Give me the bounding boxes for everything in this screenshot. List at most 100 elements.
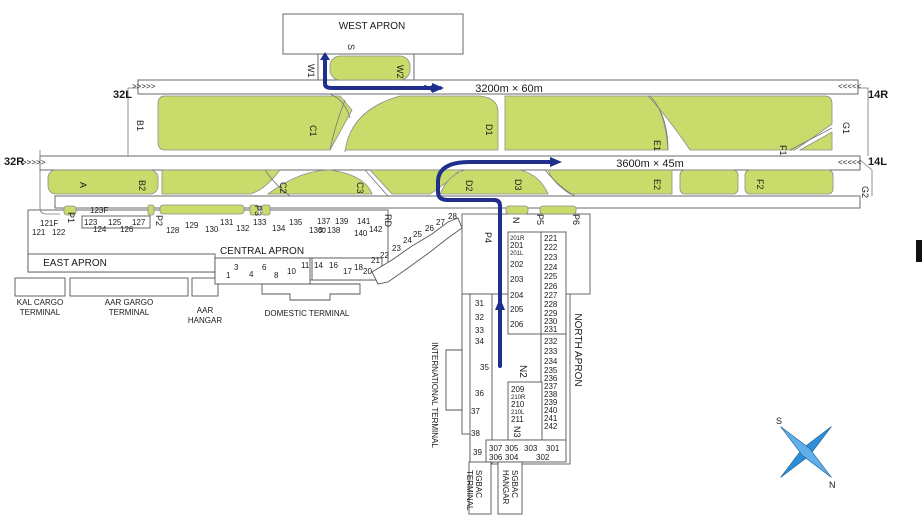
stand-209: 209 <box>511 385 525 394</box>
stand-206: 206 <box>510 320 524 329</box>
stand-232: 232 <box>544 337 558 346</box>
taxiway-s-label: S <box>346 44 356 50</box>
stand-130: 130 <box>205 225 219 234</box>
taxi-route <box>320 52 562 368</box>
kal-cargo-label-1: KAL CARGO <box>17 298 63 307</box>
stand-201r: 201R <box>510 236 525 242</box>
north-apron-label: NORTH APRON <box>572 313 583 386</box>
grass-b2-c2 <box>161 169 281 195</box>
grass-strip-5 <box>261 204 271 216</box>
stand-304: 304 <box>505 453 519 462</box>
sgbac-terminal <box>468 461 492 515</box>
runway-end-32r: 32R <box>4 156 24 168</box>
stand-202: 202 <box>510 260 524 269</box>
grass-g1-corner <box>798 131 833 151</box>
stand-23: 23 <box>392 244 401 253</box>
grass-a-b2 <box>47 169 159 195</box>
taxiway-connectors <box>39 87 873 215</box>
stand-236: 236 <box>544 374 558 383</box>
stand-37: 37 <box>471 407 480 416</box>
stand-block-123 <box>81 215 151 229</box>
stand-136: 136 <box>309 226 323 235</box>
compass-ew-needle <box>780 426 832 478</box>
stand-141: 141 <box>357 217 371 226</box>
taxiway-c3-curve <box>364 169 389 197</box>
taxiway-p3-label: P3 <box>253 205 263 216</box>
grass-strip-6 <box>505 205 529 215</box>
stand-128: 128 <box>166 226 180 235</box>
central-stand-block <box>214 257 311 285</box>
stand-138: 138 <box>327 226 341 235</box>
stand-8: 8 <box>274 271 279 280</box>
stand-139: 139 <box>335 217 349 226</box>
taxiway-p2-label: P2 <box>154 215 164 226</box>
taxiway-f1-label: F1 <box>778 145 788 156</box>
domestic-terminal-label: DOMESTIC TERMINAL <box>265 309 350 318</box>
stand-16: 16 <box>329 261 338 270</box>
stand-307: 307 <box>489 444 503 453</box>
taxiway-r-label: R <box>317 227 327 234</box>
stand-223: 223 <box>544 253 558 262</box>
stand-125: 125 <box>108 218 122 227</box>
stand-131: 131 <box>220 218 234 227</box>
runway-end-14r: 14R <box>868 89 888 101</box>
stand-210l: 210L <box>511 410 525 416</box>
taxiway-p6-label: P6 <box>571 214 581 225</box>
taxiway-b1-label: B1 <box>135 120 145 131</box>
south-stand-block <box>485 439 567 463</box>
stand-231: 231 <box>544 325 558 334</box>
stand-25: 25 <box>413 230 422 239</box>
stand-204: 204 <box>510 291 524 300</box>
taxiway-p5-label: P5 <box>535 214 545 225</box>
stand-14: 14 <box>314 261 323 270</box>
stand-238: 238 <box>544 390 558 399</box>
domestic-terminal <box>261 283 361 301</box>
stand-201: 201 <box>510 241 524 250</box>
taxiway-g1-label: G1 <box>841 122 851 134</box>
west-apron <box>282 13 464 55</box>
stand-205: 205 <box>510 305 524 314</box>
grass-strip-1 <box>63 205 77 216</box>
taxiway-n3-label: N3 <box>512 426 522 438</box>
sgbac-hangar <box>497 461 523 515</box>
taxiway-g2-label: G2 <box>860 186 870 198</box>
central-apron-label: CENTRAL APRON <box>220 246 304 257</box>
stand-306: 306 <box>489 453 503 462</box>
stand-305: 305 <box>505 444 519 453</box>
grass-e1-g1 <box>647 95 833 151</box>
runway-arrows-14l: <<<<< <box>838 158 862 167</box>
stand-124: 124 <box>93 225 107 234</box>
edge-marker <box>916 240 922 262</box>
route-west <box>323 54 442 90</box>
taxiway-e1-label: E1 <box>652 140 662 151</box>
grass-f2-g2 <box>744 169 834 195</box>
taxiway-rd-label: RD <box>383 214 393 227</box>
stand-227: 227 <box>544 291 558 300</box>
route-north-arrowhead <box>550 157 562 167</box>
taxiway-n-label: N <box>511 217 521 224</box>
stand-129: 129 <box>185 221 199 230</box>
stand-233: 233 <box>544 347 558 356</box>
stand-142: 142 <box>369 225 383 234</box>
stand-22: 22 <box>380 251 389 260</box>
stand-237: 237 <box>544 382 558 391</box>
stand-123f: 123F <box>90 206 108 215</box>
east-apron-label: EAST APRON <box>43 258 107 269</box>
grass-d3-e2 <box>547 169 673 195</box>
stand-235: 235 <box>544 366 558 375</box>
runway-arrows-32r: >>>>> <box>22 158 46 167</box>
labels: WEST APRON EAST APRON CENTRAL APRON NORT… <box>4 21 888 511</box>
sgbac-terminal-label-2: TERMINAL <box>465 470 474 511</box>
stand-135: 135 <box>289 218 303 227</box>
grass-b1-c1 <box>157 95 353 151</box>
stand-203: 203 <box>510 275 524 284</box>
stand-211: 211 <box>511 415 524 424</box>
grass-strip-7 <box>539 205 577 215</box>
stand-137: 137 <box>317 217 331 226</box>
stand-21: 21 <box>371 256 380 265</box>
stand-240: 240 <box>544 406 558 415</box>
stand-132: 132 <box>236 224 250 233</box>
grass-strip-2 <box>147 204 155 216</box>
taxiway-w1-label: W1 <box>306 64 316 78</box>
stand-222: 222 <box>544 243 558 252</box>
